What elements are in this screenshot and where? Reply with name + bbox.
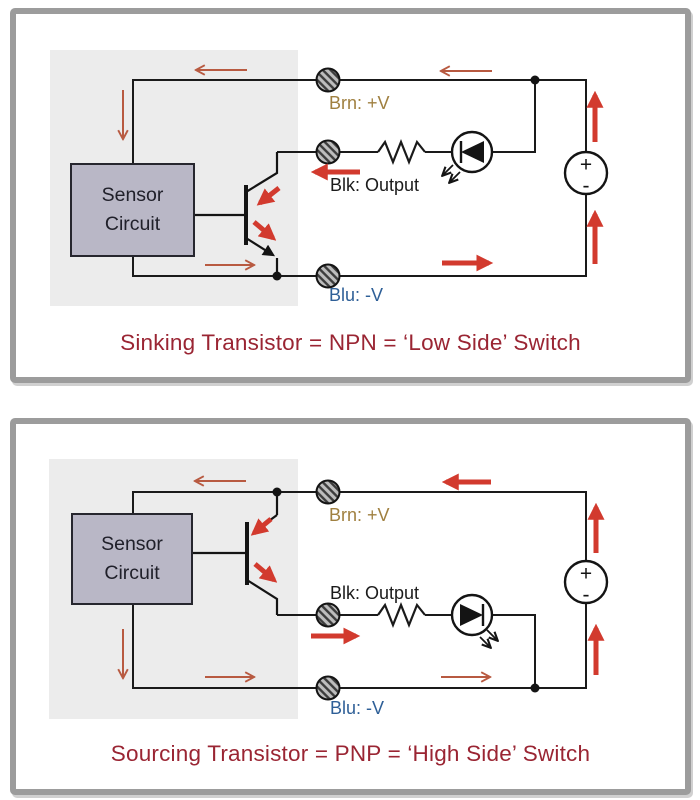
wire-label-output: Blk: Output <box>330 583 420 603</box>
sensor-box-label-line2: Circuit <box>104 213 161 235</box>
wire-label-blue: Blu: -V <box>329 285 384 305</box>
sensor-circuit-box: Sensor Circuit <box>71 513 193 605</box>
sensor-circuit-box: Sensor Circuit <box>70 163 195 257</box>
wire-label-brown: Brn: +V <box>329 505 390 525</box>
sensor-box-label-line1: Sensor <box>101 183 164 206</box>
wire-label-brown: Brn: +V <box>329 93 390 113</box>
sensor-box-label-line2: Circuit <box>104 562 160 584</box>
wire-label-blue: Blu: -V <box>330 698 385 718</box>
wire-label-output: Blk: Output <box>330 175 420 195</box>
sinking-diagram-title: Sinking Transistor = NPN = ‘Low Side’ Sw… <box>120 330 581 355</box>
sensor-box-label-line1: Sensor <box>101 532 163 555</box>
sourcing-diagram-title: Sourcing Transistor = PNP = ‘High Side’ … <box>110 741 591 766</box>
